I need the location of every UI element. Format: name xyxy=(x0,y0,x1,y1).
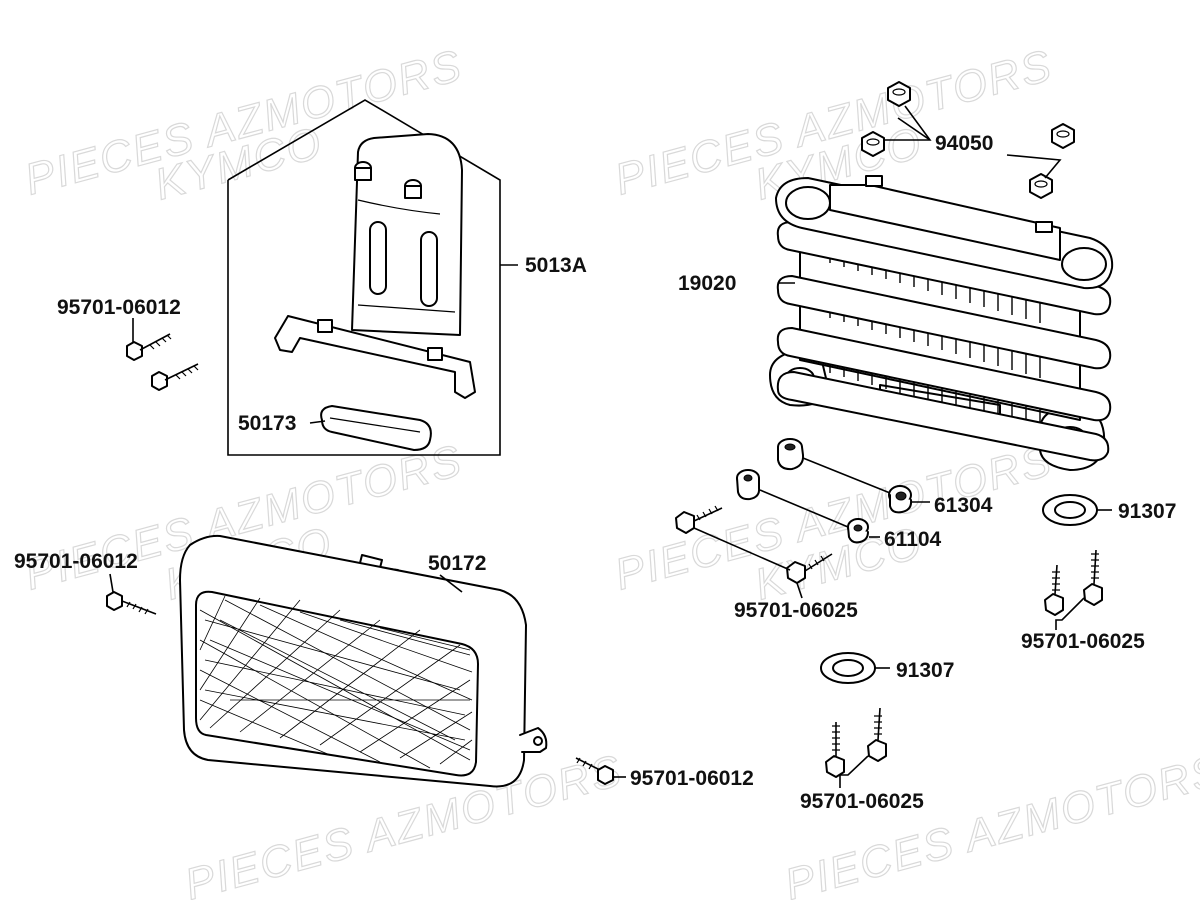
bolt-06025-bottom[interactable] xyxy=(825,707,887,778)
label-bolt-06012-upper-left: 95701-06012 xyxy=(57,296,181,319)
label-bolt-06025-center: 95701-06025 xyxy=(734,599,858,622)
label-cover: 50172 xyxy=(428,552,486,575)
bracket-kit-frame xyxy=(227,99,518,456)
washer-91307-lower[interactable] xyxy=(820,652,876,684)
label-washer-upper: 91307 xyxy=(1118,500,1176,523)
bolt-06025-center[interactable] xyxy=(675,505,833,584)
cushion-part[interactable] xyxy=(320,405,432,451)
cover-part[interactable] xyxy=(179,534,548,788)
bolt-06012-bottom[interactable] xyxy=(575,757,614,785)
bolt-06012-upper-left[interactable] xyxy=(126,333,199,391)
label-collar-61304: 61304 xyxy=(934,494,993,517)
label-oil-cooler: 19020 xyxy=(678,272,736,295)
label-cushion: 50173 xyxy=(238,412,296,435)
label-bolt-06012-left: 95701-06012 xyxy=(14,550,138,573)
label-collar-61104: 61104 xyxy=(884,528,942,551)
bolt-06012-left[interactable] xyxy=(106,591,157,615)
collar-61104[interactable] xyxy=(736,469,869,544)
collar-61304[interactable] xyxy=(777,438,913,514)
label-bolt-06025-right: 95701-06025 xyxy=(1021,630,1145,653)
label-bolt-06012-bottom: 95701-06012 xyxy=(630,767,754,790)
nut-94050[interactable] xyxy=(861,81,1075,199)
washer-91307-upper[interactable] xyxy=(1042,494,1098,526)
label-nut: 94050 xyxy=(935,132,993,155)
label-bracket: 5013A xyxy=(525,254,587,277)
bracket-part[interactable] xyxy=(274,133,476,399)
bolt-06025-right[interactable] xyxy=(1044,549,1103,616)
label-washer-lower: 91307 xyxy=(896,659,954,682)
cover-mesh xyxy=(199,595,473,769)
label-bolt-06025-bottom: 95701-06025 xyxy=(800,790,924,813)
oil-cooler-part[interactable] xyxy=(769,175,1114,471)
